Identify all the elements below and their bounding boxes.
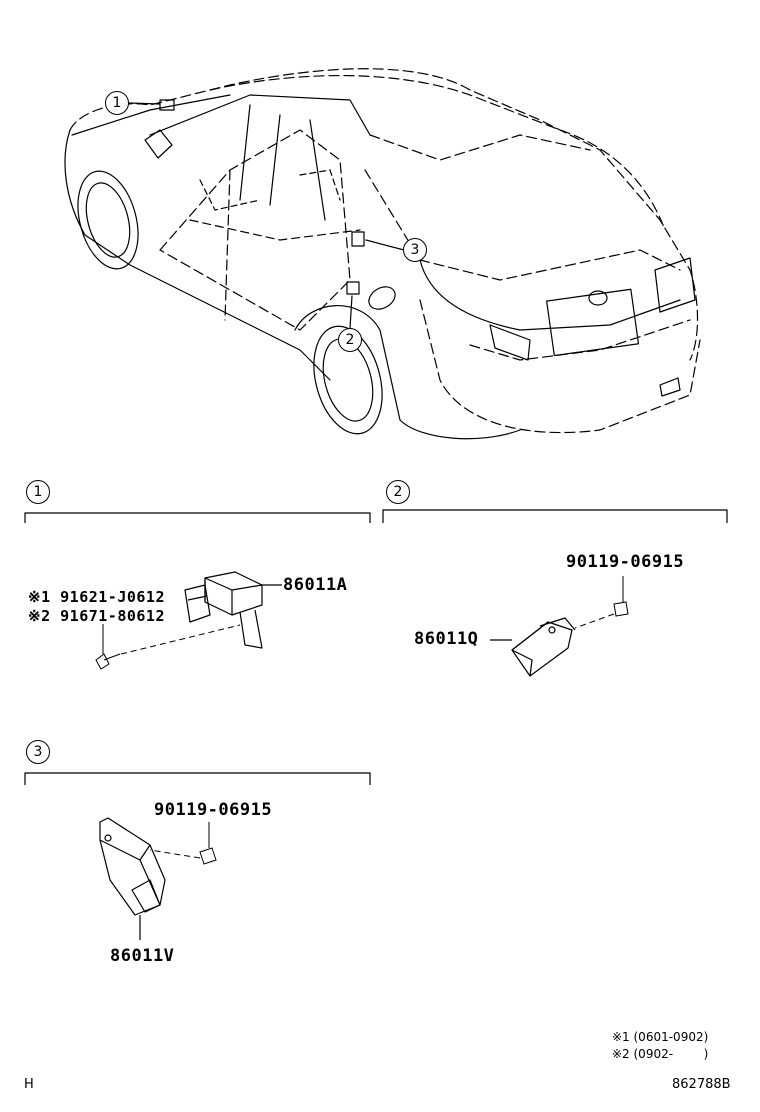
- bolt-1-illustration: [95, 624, 241, 670]
- callout-3[interactable]: 3: [403, 238, 427, 262]
- footer-left-code: H: [24, 1077, 34, 1092]
- part-86011q-label[interactable]: 86011Q: [414, 629, 479, 649]
- part-86011q-illustration: [490, 617, 576, 677]
- bolt-91621-j0612-label[interactable]: ※1 91621-J0612: [28, 588, 165, 606]
- section-3-number: 3: [26, 740, 50, 764]
- note-2: ※2 (0902- ): [612, 1047, 709, 1061]
- callout-1[interactable]: 1: [105, 91, 129, 115]
- bolt-90119-06915-label-s3[interactable]: 90119-06915: [154, 800, 273, 820]
- bolt-91671-80612-label[interactable]: ※2 91671-80612: [28, 607, 165, 625]
- section-2-number: 2: [386, 480, 410, 504]
- bolt-2-illustration: [574, 576, 629, 629]
- part-86011v-illustration: [99, 817, 166, 940]
- part-86011a-label[interactable]: 86011A: [283, 575, 348, 595]
- part-86011v-label[interactable]: 86011V: [110, 946, 175, 966]
- section-1-number: 1: [26, 480, 50, 504]
- bolt-90119-06915-label-s2[interactable]: 90119-06915: [566, 552, 685, 572]
- bolt-3-illustration: [149, 822, 217, 865]
- car-illustration: [64, 68, 701, 440]
- callout-2[interactable]: 2: [338, 328, 362, 352]
- section-brackets: [24, 509, 728, 785]
- note-1: ※1 (0601-0902): [612, 1030, 709, 1044]
- part-86011a-illustration: [184, 571, 282, 649]
- diagram-id: 862788B: [672, 1077, 731, 1092]
